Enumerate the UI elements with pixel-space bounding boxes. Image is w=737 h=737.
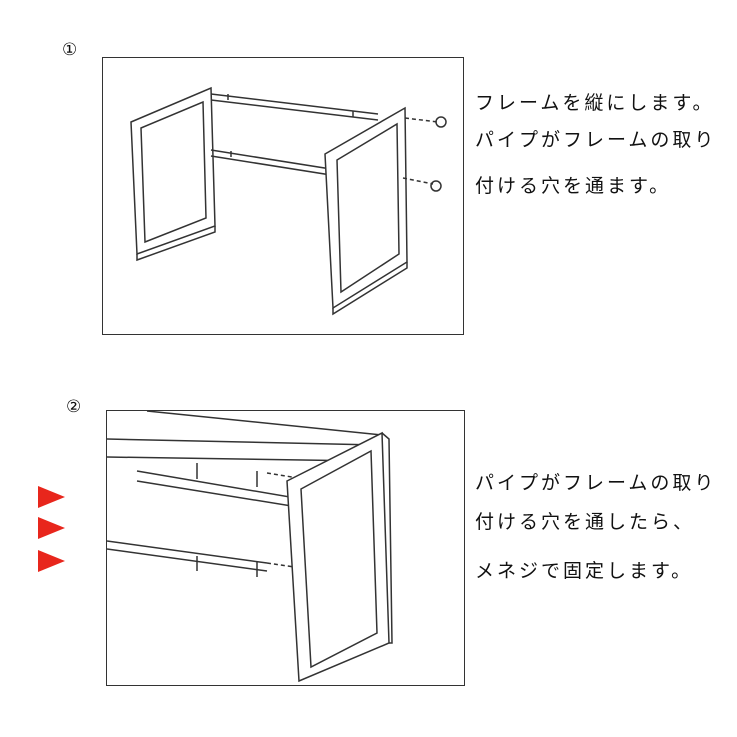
step-1-line: パイプがフレームの取り (475, 129, 717, 151)
step-2-line: 付ける穴を通したら、 (475, 511, 696, 533)
step-2-line: パイプがフレームの取り (475, 472, 717, 494)
arrow-right-icon (38, 550, 65, 572)
step-1-illustration (102, 57, 464, 335)
step-1-number: ① (62, 40, 78, 60)
step-1-line: 付ける穴を通ます。 (475, 175, 672, 197)
step-2-line: メネジで固定します。 (475, 560, 694, 582)
step-2-number: ② (66, 397, 82, 417)
arrow-right-icon (38, 486, 65, 508)
step-2-illustration (106, 410, 465, 686)
arrow-right-icon (38, 517, 65, 539)
step-1-line: フレームを縦にします。 (475, 92, 715, 114)
